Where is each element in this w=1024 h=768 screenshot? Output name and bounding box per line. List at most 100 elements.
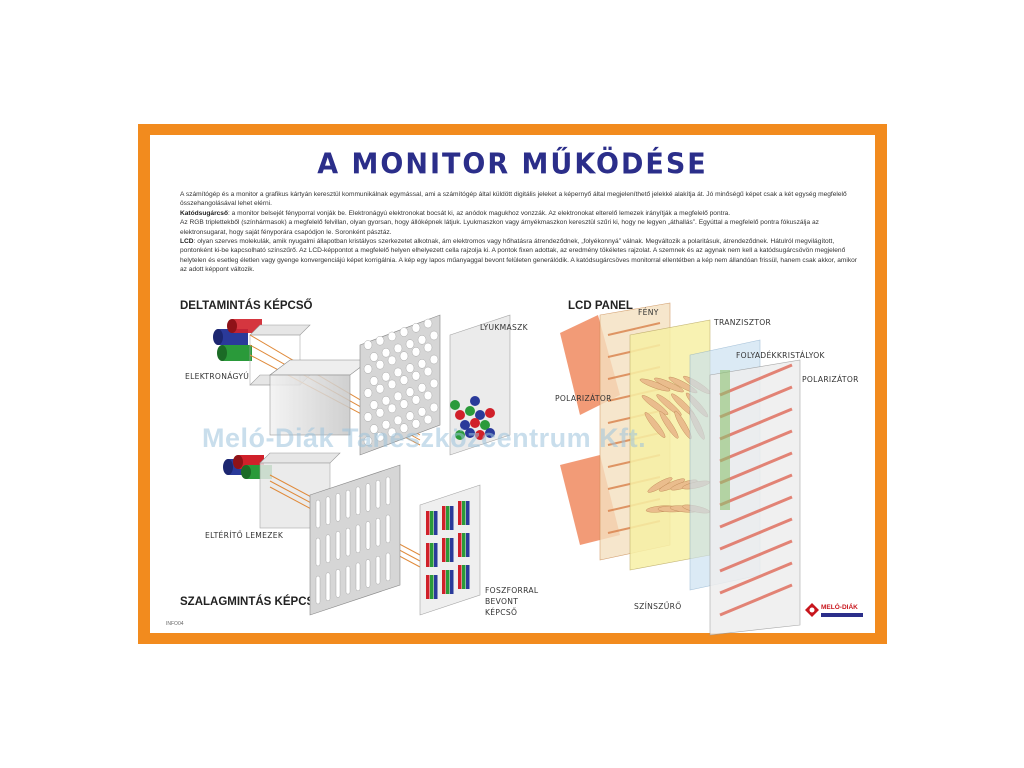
mask-hole (393, 367, 403, 378)
mask-hole (411, 371, 421, 381)
label-polarizator-left: POLARIZÁTOR (555, 394, 612, 403)
grille-slot (345, 527, 351, 557)
intro-text: A számítógép és a monitor a grafikus kár… (180, 190, 860, 275)
polarizer-line (607, 322, 661, 336)
grille-slot (325, 496, 331, 525)
electron-gun-delta (213, 319, 262, 361)
liquid-crystal (641, 395, 669, 415)
mask-hole (399, 423, 409, 433)
phosphor-stripe (426, 511, 430, 535)
logo-icon (805, 603, 819, 617)
phosphor-stripe (442, 538, 446, 562)
filter-line (719, 495, 793, 529)
grille-slot (345, 565, 351, 595)
section-title-delta: DELTAMINTÁS KÉPCSŐ (180, 300, 313, 312)
grille-slot (365, 521, 371, 550)
mask-hole (375, 336, 385, 346)
filter-line (719, 407, 793, 441)
section-title-strip: SZALAGMINTÁS KÉPCSŐ (180, 596, 324, 608)
grille-slot (385, 552, 391, 582)
phosphor-stripe (458, 565, 462, 589)
intro-paragraph-1: A számítógép és a monitor a grafikus kár… (180, 191, 847, 208)
phosphor-stripe (462, 565, 466, 589)
grille-slot (335, 493, 341, 522)
filter-line (719, 517, 793, 551)
label-lyukmaszk: LYUKMASZK (480, 323, 528, 332)
mask-hole (429, 330, 439, 341)
grille-slot (385, 476, 391, 506)
phosphor-stripe (458, 533, 462, 557)
filter-line (719, 583, 793, 617)
mask-hole (423, 366, 433, 377)
mask-hole (375, 431, 385, 442)
grille-slot (345, 489, 351, 519)
mask-hole (387, 427, 397, 438)
logo-bar (821, 613, 863, 617)
grille-slot (315, 575, 321, 605)
label-szinszuro: SZÍNSZŰRŐ (634, 602, 682, 611)
mask-hole (417, 407, 427, 417)
grille-slot (355, 524, 361, 554)
logo-text: MELÓ-DIÁK (821, 604, 858, 611)
filter-line (719, 363, 793, 397)
grille-slot (375, 517, 381, 547)
product-code: INFO04 (166, 621, 184, 627)
intro-paragraph-4-text: : olyan szerves molekulák, amik nyugalmi… (180, 238, 858, 274)
label-elektronagyu: ELEKTRONÁGYÚ (185, 372, 250, 381)
mask-hole (429, 378, 439, 389)
mask-hole (411, 419, 421, 429)
mask-hole (369, 376, 379, 386)
grille-slot (375, 555, 381, 585)
intro-paragraph-3: Az RGB triplettekből (színhármasok) a me… (180, 219, 819, 236)
mask-hole (411, 347, 421, 357)
shadow-mask (359, 314, 441, 456)
mask-hole (381, 395, 391, 406)
mask-hole (405, 339, 415, 349)
label-feny: FÉNY (638, 308, 659, 317)
filter-line (719, 385, 793, 419)
phosphor-stripe (466, 533, 470, 557)
phosphor-stripe (434, 543, 438, 567)
phosphor-stripe (446, 506, 450, 530)
grille-slot (335, 569, 341, 598)
filter-line (719, 539, 793, 573)
filter-line (719, 451, 793, 485)
mask-hole (411, 395, 421, 405)
mask-hole (399, 327, 409, 337)
mask-hole (423, 318, 433, 329)
mask-hole (387, 331, 397, 342)
mask-hole (375, 383, 385, 394)
mask-hole (381, 348, 391, 358)
phosphor-stripes (419, 484, 481, 616)
phosphor-stripe (430, 543, 434, 567)
intro-paragraph-2: Katódsugárcső: a monitor belsejét fénypo… (180, 209, 860, 218)
poster-frame: A MONITOR MŰKÖDÉSE A számítógép és a mon… (138, 124, 887, 644)
intro-paragraph-2-text: : a monitor belsejét fényporral vonják b… (228, 209, 731, 217)
phosphor-stripe (466, 501, 470, 525)
label-foszforral-bevont-kepcso: FOSZFORRAL BEVONT KÉPCSŐ (485, 586, 539, 617)
lcd-panel-illustration (560, 302, 801, 636)
phosphor-stripe (446, 570, 450, 594)
mask-hole (423, 342, 433, 353)
phosphor-stripe (442, 570, 446, 594)
grille-slot (325, 572, 331, 601)
strip-crt-illustration (223, 452, 481, 616)
mask-hole (393, 343, 403, 354)
grille-slot (375, 480, 381, 509)
phosphor-stripe (434, 511, 438, 535)
mask-hole (381, 419, 391, 430)
poster-content: A MONITOR MŰKÖDÉSE A számítógép és a mon… (150, 135, 875, 636)
grille-slot (385, 514, 391, 544)
mask-hole (417, 359, 427, 369)
mask-hole (363, 364, 373, 374)
phosphor-stripe (450, 570, 454, 594)
section-title-lcd: LCD PANEL (568, 300, 633, 312)
mask-hole (399, 351, 409, 361)
label-folyadekkristalyok: FOLYADÉKKRISTÁLYOK (736, 351, 825, 360)
mask-hole (429, 354, 439, 365)
grille-slot (365, 483, 371, 512)
mask-hole (423, 390, 433, 401)
watermark: Meló-Diák Taneszközcentrum Kft. (202, 423, 647, 453)
grille-slot (315, 499, 321, 529)
mask-hole (405, 363, 415, 373)
